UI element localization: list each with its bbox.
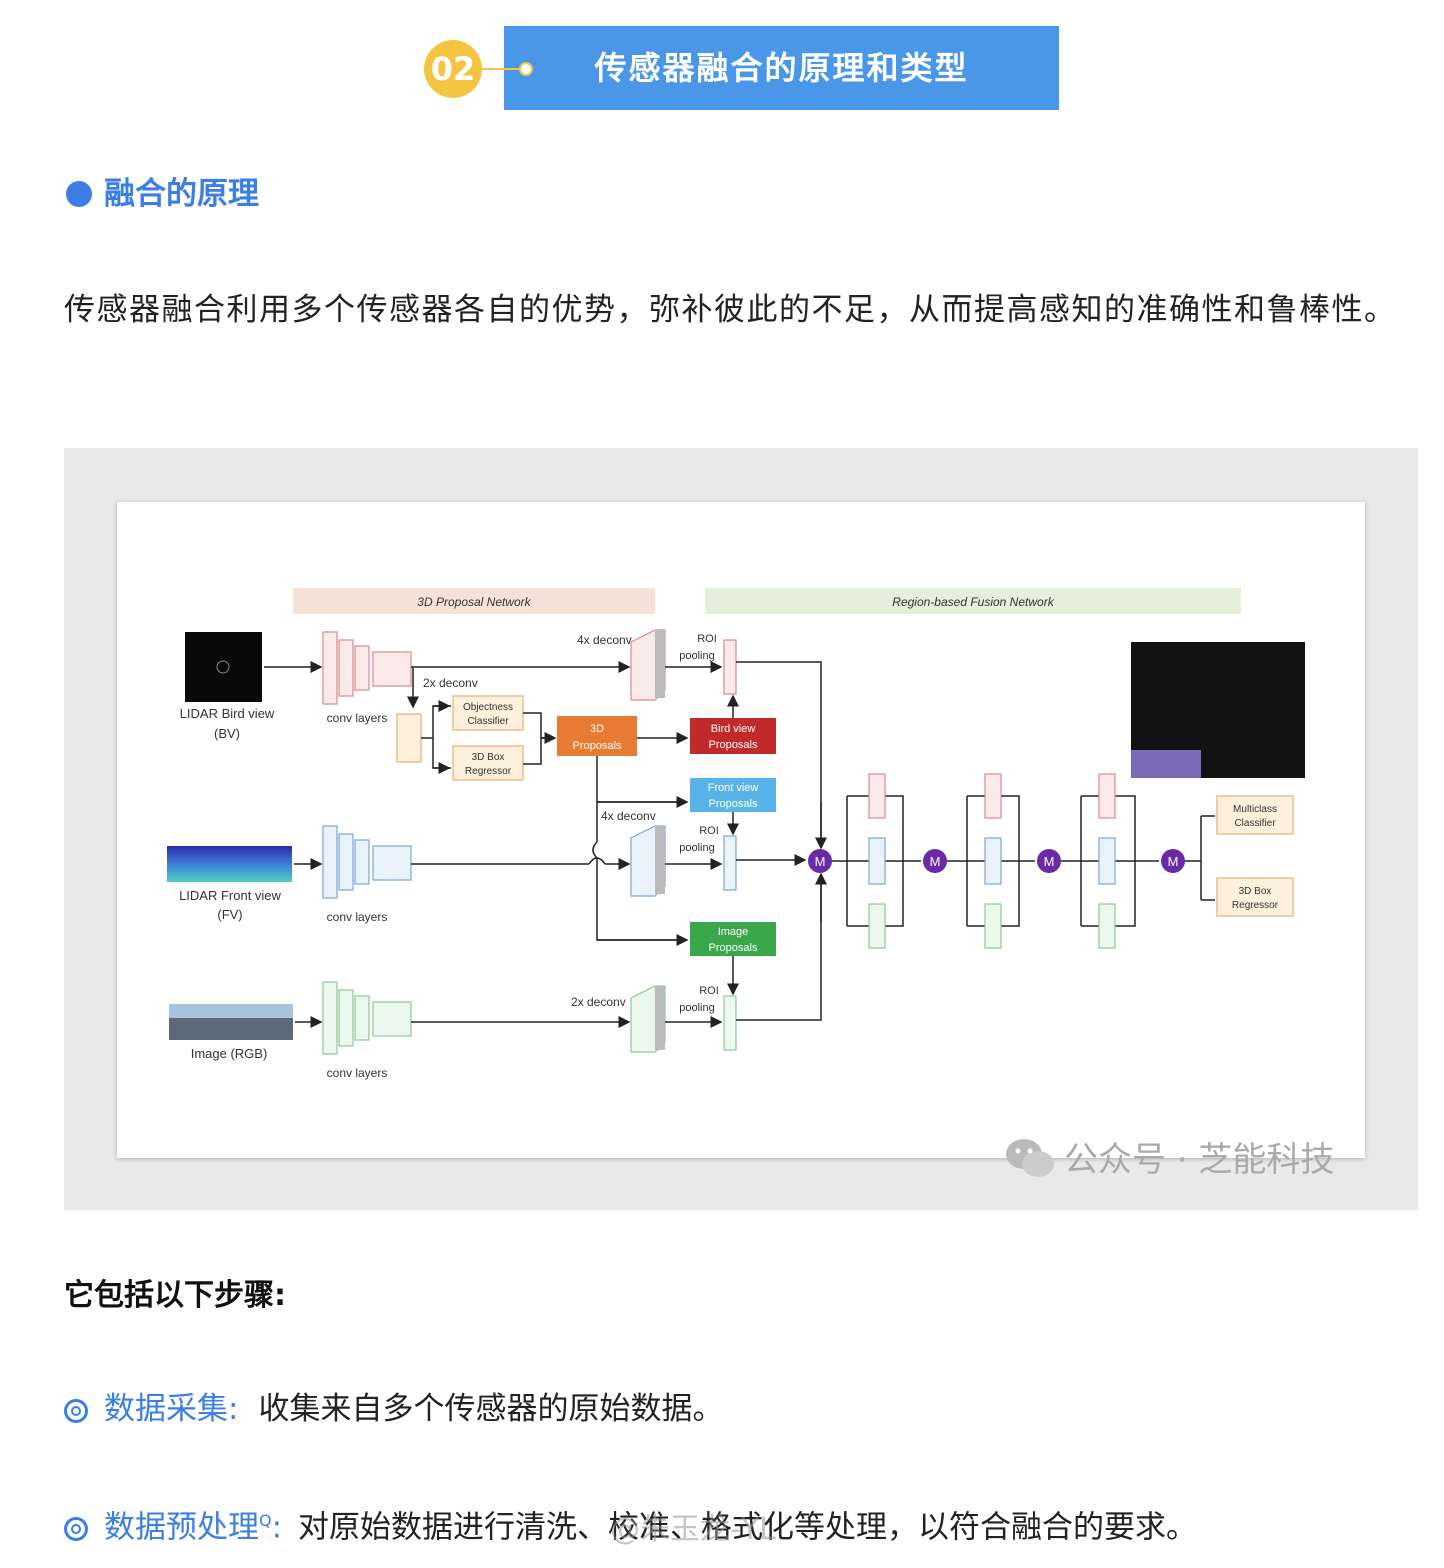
output-box-label-1: 3D Box: [1239, 886, 1272, 897]
objectness-label-2: Classifier: [467, 716, 509, 727]
conv-stack-rgb: [322, 981, 412, 1055]
conv-layers-label-3: conv layers: [327, 1066, 388, 1080]
deconv-2x-label-2: 2x deconv: [571, 995, 626, 1009]
svg-text:M: M: [930, 854, 941, 869]
figure-watermark: 公众号 · 芝能科技: [1064, 1140, 1335, 1180]
merge-node-2: [923, 849, 947, 873]
section-banner: [504, 26, 1059, 110]
roi-label-1: ROI: [697, 633, 717, 645]
multiclass-label-2: Classifier: [1234, 818, 1276, 829]
lidar-fv-image: [167, 846, 292, 882]
proposal-network-label: 3D Proposal Network: [417, 595, 531, 609]
front-view-proposals-box: [690, 778, 776, 812]
deconv-2x-label-1: 2x deconv: [423, 676, 478, 690]
lidar-bv-image: [185, 632, 262, 702]
bird-view-label-1: Bird view: [711, 723, 756, 735]
proposals-3d-box: [557, 716, 637, 756]
step-item: 数据预处理Q: 对原始数据进行清洗、校准、格式化等处理，以符合融合的要求。: [64, 1498, 1197, 1550]
rgb-label: Image (RGB): [191, 1046, 268, 1061]
conv-stack-bv: [322, 631, 412, 705]
target-circle-icon: [64, 1516, 88, 1541]
proposal-network-header: [293, 588, 655, 614]
roi-pooling-fv: [723, 835, 737, 891]
intro-paragraph: 传感器融合利用多个传感器各自的优势，弥补彼此的不足，从而提高感知的准确性和鲁棒性…: [64, 292, 1397, 328]
wechat-icon: [1006, 1139, 1054, 1177]
proposals-3d-label-1: 3D: [590, 723, 604, 735]
fusion-network-diagram: 3D Proposal Network Region-based Fusion …: [167, 588, 1305, 1080]
fusion-network-header: [705, 588, 1241, 614]
section-connector: [482, 68, 522, 70]
image-proposals-label-2: Proposals: [709, 942, 758, 954]
svg-text:M: M: [1168, 854, 1179, 869]
box-regressor-box: [452, 745, 524, 781]
svg-text:M: M: [815, 854, 826, 869]
steps-title: 它包括以下步骤:: [64, 1278, 286, 1313]
pooling-label-3: pooling: [679, 1002, 714, 1014]
bv-label-1: LIDAR Bird view: [180, 706, 275, 721]
bird-view-proposals-box: [690, 718, 776, 754]
search-icon[interactable]: Q: [259, 1511, 272, 1530]
subsection-title: 融合的原理: [104, 176, 259, 212]
box-regressor-label-1: 3D Box: [472, 752, 505, 763]
output-box-regressor: [1216, 877, 1294, 917]
fusion-stages: M M M M: [808, 773, 1215, 949]
section-number-badge: 02: [424, 40, 482, 98]
roi-pooling-bv: [723, 639, 737, 695]
fv-label-2: (FV): [217, 907, 242, 922]
pooling-label-1: pooling: [679, 650, 714, 662]
step-text: 对原始数据进行清洗、校准、格式化等处理，以符合融合的要求。: [298, 1509, 1198, 1546]
svg-text:M: M: [1044, 854, 1055, 869]
output-box-label-2: Regressor: [1232, 900, 1279, 911]
step-label: 数据采集:: [104, 1391, 239, 1427]
fv-label-1: LIDAR Front view: [179, 888, 281, 903]
front-view-label-1: Front view: [708, 782, 759, 794]
front-view-label-2: Proposals: [709, 798, 758, 810]
conv-layers-label-1: conv layers: [327, 711, 388, 725]
merge-node-3: [1037, 849, 1061, 873]
pooling-label-2: pooling: [679, 842, 714, 854]
multiclass-classifier-box: [1216, 795, 1294, 835]
box-regressor-label-2: Regressor: [465, 766, 512, 777]
author-watermark: @朱玉龙-YL: [610, 1512, 776, 1547]
image-proposals-label-1: Image: [718, 926, 749, 938]
bv-label-2: (BV): [214, 726, 240, 741]
section-connector-dot: [519, 62, 533, 76]
roi-label-3: ROI: [699, 985, 719, 997]
step-colon: :: [271, 1509, 283, 1546]
proposals-3d-label-2: Proposals: [573, 740, 622, 752]
step-item: 数据采集: 收集来自多个传感器的原始数据。: [64, 1386, 723, 1432]
conv-stack-fv: [322, 825, 412, 899]
multiclass-label-1: Multiclass: [1233, 804, 1277, 815]
conv-layers-label-2: conv layers: [327, 910, 388, 924]
target-circle-icon: [64, 1398, 88, 1423]
deconv-block-bv-small: [396, 713, 422, 763]
merge-node-4: [1161, 849, 1185, 873]
image-proposals-box: [690, 922, 776, 956]
section-title: 传感器融合的原理和类型: [594, 49, 969, 87]
bird-view-label-2: Proposals: [709, 739, 758, 751]
roi-pooling-rgb: [723, 995, 737, 1051]
objectness-label-1: Objectness: [463, 702, 513, 713]
step-label: 数据预处理: [104, 1509, 259, 1546]
deconv-4x-label-2: 4x deconv: [601, 809, 656, 823]
roi-label-2: ROI: [699, 825, 719, 837]
subsection-bullet-icon: [66, 181, 92, 207]
deconv-4x-label-1: 4x deconv: [577, 633, 632, 647]
merge-node-1: [808, 849, 832, 873]
fusion-network-label: Region-based Fusion Network: [892, 595, 1054, 609]
step-text: 收集来自多个传感器的原始数据。: [258, 1391, 724, 1427]
